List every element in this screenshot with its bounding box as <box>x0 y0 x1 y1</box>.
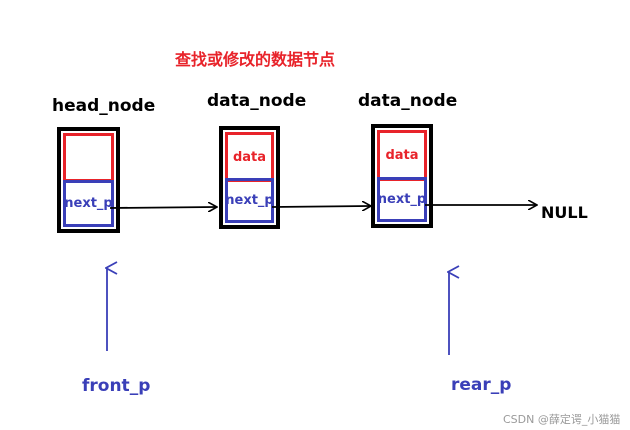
front-pointer-label: front_p <box>82 376 151 396</box>
watermark: CSDN @薛定谔_小猫猫 <box>503 413 621 426</box>
diagram-title: 查找或修改的数据节点 <box>175 50 336 69</box>
next-arrow-1 <box>109 207 216 208</box>
data-node-2-label: data_node <box>358 91 458 111</box>
head-node: next_p <box>57 127 120 233</box>
head-node-label: head_node <box>52 96 156 116</box>
data-node-1: data next_p <box>219 126 280 229</box>
head-node-next-cell: next_p <box>63 180 114 227</box>
rear-pointer-label: rear_p <box>451 375 512 395</box>
next-arrow-2 <box>271 206 370 207</box>
data-node-1-next-cell: next_p <box>225 178 274 223</box>
data-node-2-next-cell: next_p <box>377 177 427 222</box>
data-node-2: data next_p <box>371 124 433 228</box>
data-node-1-label: data_node <box>207 91 307 111</box>
null-label: NULL <box>541 203 588 222</box>
